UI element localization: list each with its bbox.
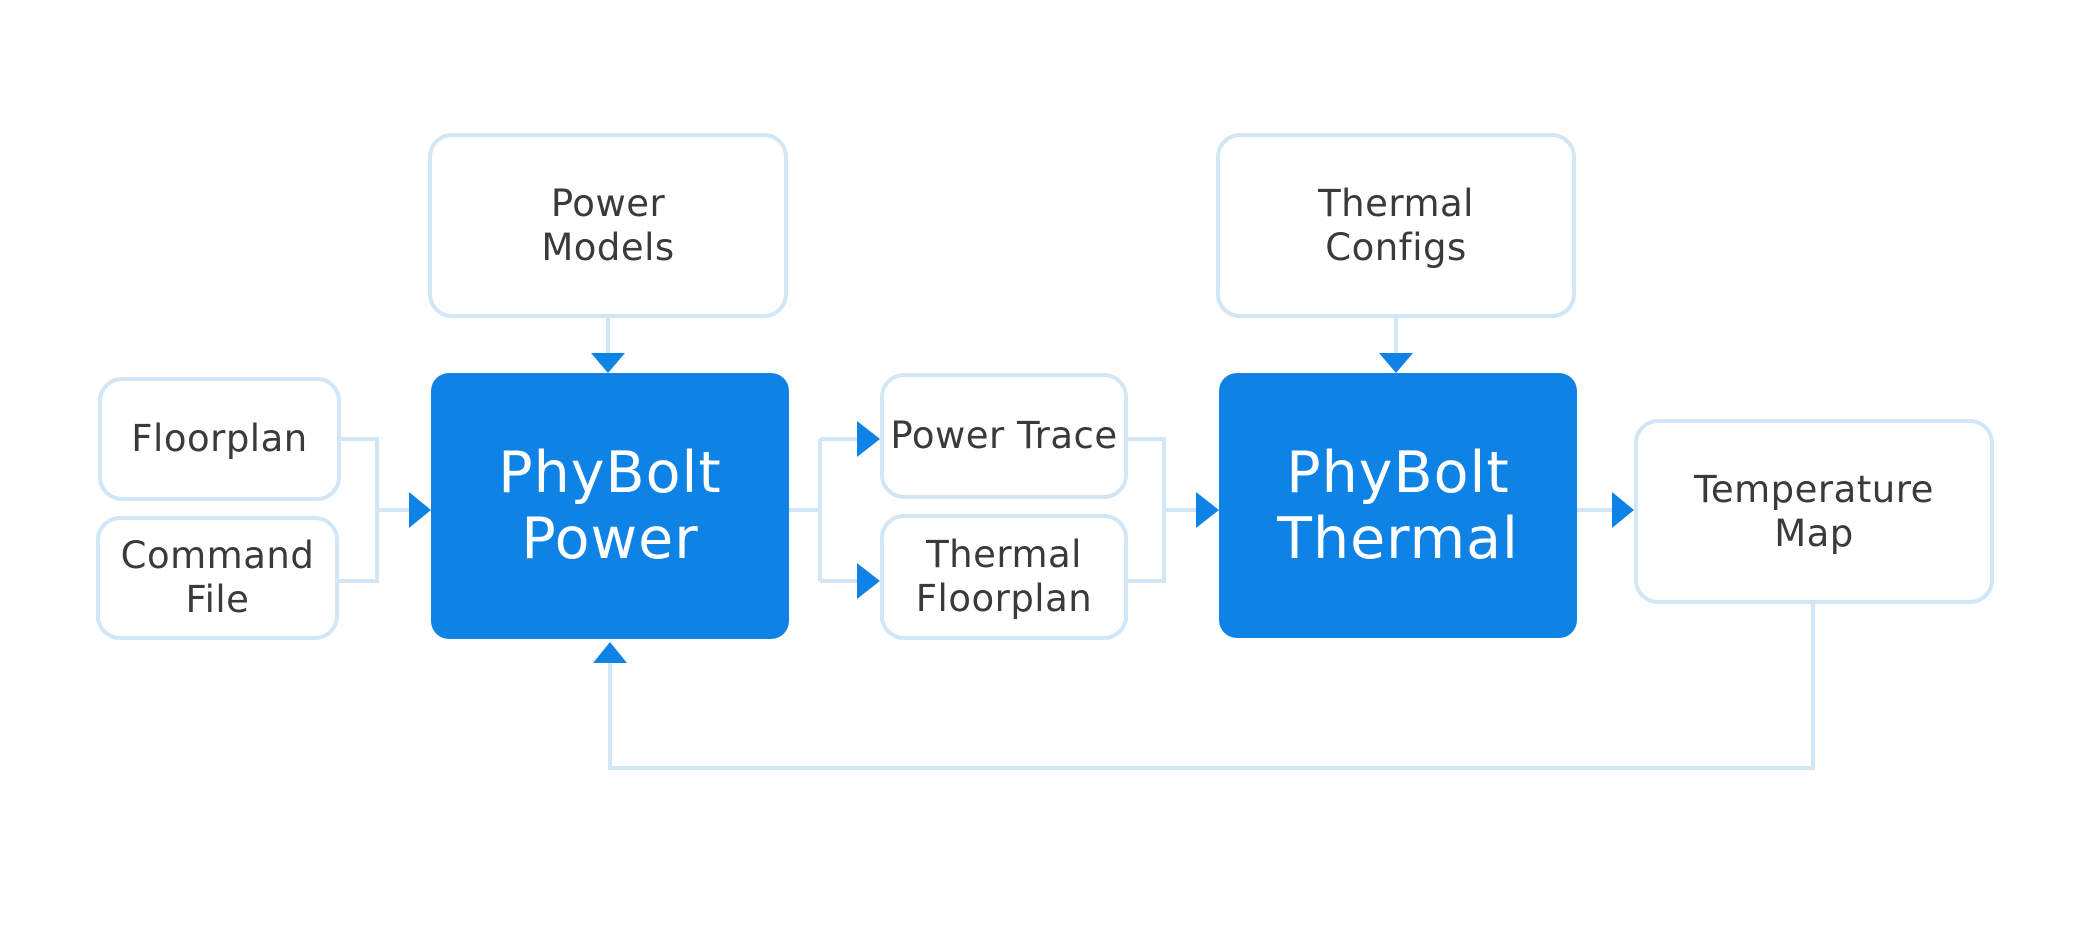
node-floorplan-line1: Floorplan (131, 417, 308, 460)
arrowhead-down-phybolt-thermal (1379, 353, 1413, 373)
node-thermal-configs-line1: Thermal (1318, 181, 1474, 225)
connector-phybolt-power-split (789, 437, 857, 583)
arrowhead-right-phybolt-thermal (1196, 492, 1219, 528)
node-thermal-floorplan-line2: Floorplan (915, 577, 1093, 620)
node-phybolt-thermal-line2: Thermal (1277, 505, 1519, 572)
node-thermal-floorplan-line1: Thermal (926, 533, 1082, 576)
arrowhead-right-temperature-map (1612, 492, 1634, 528)
arrowhead-up-phybolt-power (593, 642, 627, 663)
node-power-models-line2: Models (541, 225, 675, 269)
connector-feedback-loop (608, 603, 1815, 770)
arrowhead-right-thermal-floorplan (857, 563, 880, 599)
node-phybolt-power: PhyBolt Power (431, 373, 789, 639)
node-phybolt-thermal-line1: PhyBolt (1286, 439, 1510, 506)
node-thermal-configs-line2: Configs (1325, 225, 1467, 269)
node-power-models: Power Models (428, 133, 788, 318)
arrowhead-right-power-trace (857, 421, 880, 457)
connector-floorplan-merge (338, 437, 409, 583)
arrowhead-down-phybolt-power (591, 353, 625, 373)
node-command-file-line1: Command (120, 534, 315, 577)
node-command-file-line2: File (185, 578, 250, 621)
node-floorplan: Floorplan (98, 377, 341, 501)
node-temperature-map-line1: Temperature (1694, 467, 1934, 511)
node-command-file: Command File (96, 516, 339, 640)
arrowhead-right-phybolt-power (409, 492, 431, 528)
node-power-models-line1: Power (550, 181, 666, 225)
node-temperature-map-line2: Map (1774, 511, 1854, 555)
node-phybolt-power-line1: PhyBolt (498, 440, 722, 506)
node-thermal-floorplan: Thermal Floorplan (880, 514, 1128, 640)
node-temperature-map: Temperature Map (1634, 419, 1994, 604)
node-phybolt-thermal: PhyBolt Thermal (1219, 373, 1577, 638)
node-phybolt-power-line2: Power (521, 506, 699, 572)
connector-thermal-inputs-merge (1127, 437, 1196, 583)
node-power-trace: Power Trace (880, 373, 1128, 499)
node-thermal-configs: Thermal Configs (1216, 133, 1576, 318)
node-power-trace-line1: Power Trace (890, 414, 1118, 457)
